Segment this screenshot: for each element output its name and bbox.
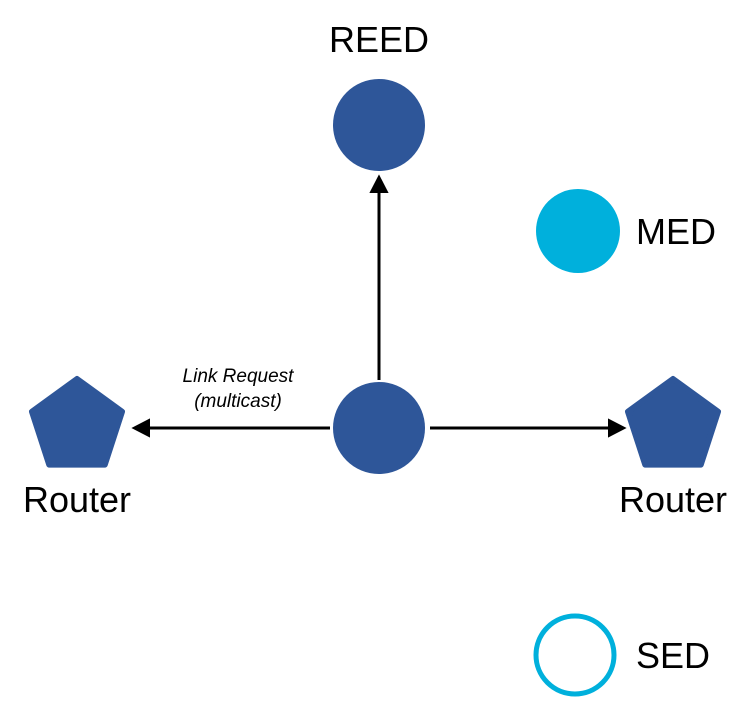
node-sed[interactable] — [533, 613, 617, 697]
edges-group — [131, 174, 627, 438]
node-sed-label: SED — [636, 635, 710, 676]
node-med[interactable] — [536, 189, 620, 273]
node-med-label: MED — [636, 211, 716, 252]
link-request-label-line-1: Link Request — [183, 366, 295, 387]
node-leader-center[interactable] — [333, 382, 425, 474]
node-router-right[interactable] — [625, 376, 721, 468]
link-request-label-line-2: (multicast) — [194, 391, 282, 412]
annotations-group: Link Request (multicast) — [183, 366, 295, 412]
node-router-left[interactable] — [29, 376, 125, 468]
nodes-group: REED MED Router Router SED — [23, 19, 727, 697]
node-router-left-label: Router — [23, 479, 131, 520]
node-reed[interactable] — [333, 79, 425, 171]
node-reed-label: REED — [329, 19, 429, 60]
node-router-right-label: Router — [619, 479, 727, 520]
